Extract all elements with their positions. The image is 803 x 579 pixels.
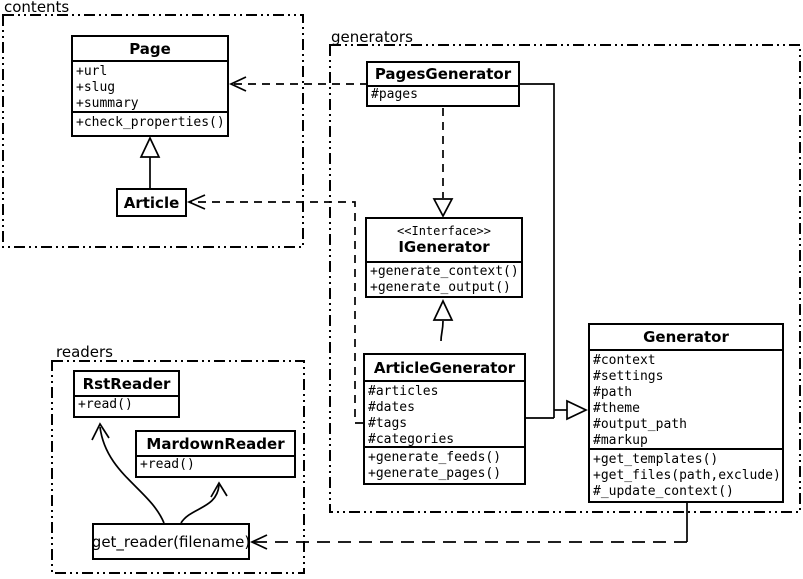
class-article: Article xyxy=(116,188,187,217)
class-pagesgenerator: PagesGenerator #pages xyxy=(366,61,520,107)
attribute: #dates xyxy=(368,400,415,415)
edge-getreader-to-mardownreader xyxy=(180,484,220,524)
class-mardownreader-title: MardownReader xyxy=(137,432,294,457)
package-border-generators xyxy=(329,44,801,513)
class-igenerator: <<Interface>> IGenerator +generate_conte… xyxy=(365,217,523,298)
arrowhead-page xyxy=(228,76,247,92)
method: +get_templates() xyxy=(593,452,719,467)
arrowhead-article xyxy=(186,194,206,210)
class-page-methods: +check_properties() xyxy=(73,113,227,135)
class-article-title: Article xyxy=(123,193,180,212)
class-pagesgenerator-title: PagesGenerator xyxy=(368,63,518,87)
attribute: #tags xyxy=(368,416,408,431)
method: +read() xyxy=(78,397,133,412)
attribute: #context xyxy=(593,353,656,368)
attribute: #theme xyxy=(593,401,640,416)
method: +check_properties() xyxy=(76,115,225,130)
arrowhead-getreader xyxy=(249,534,268,550)
method: #_update_context() xyxy=(593,484,734,499)
class-mardownreader-methods: +read() xyxy=(137,457,294,476)
class-articlegenerator-methods: +generate_feeds() +generate_pages() xyxy=(365,448,524,483)
method: +generate_context() xyxy=(370,264,519,279)
package-label-generators: generators xyxy=(331,28,413,46)
class-igenerator-name: IGenerator xyxy=(398,238,490,256)
attribute: +slug xyxy=(76,80,116,95)
method: +get_files(path,exclude) xyxy=(593,468,781,483)
attribute: #categories xyxy=(368,432,455,447)
edge-getreader-to-rstreader xyxy=(99,426,165,524)
attribute: #output_path xyxy=(593,417,687,432)
class-articlegenerator: ArticleGenerator #articles #dates #tags … xyxy=(363,353,526,485)
class-pagesgenerator-attributes: #pages xyxy=(368,87,518,105)
attribute: +url xyxy=(76,64,108,79)
class-page-title: Page xyxy=(73,37,227,62)
method: +generate_output() xyxy=(370,280,511,295)
class-articlegenerator-attributes: #articles #dates #tags #categories xyxy=(365,382,524,448)
method: +generate_pages() xyxy=(368,466,502,481)
class-rstreader-methods: +read() xyxy=(75,397,178,416)
method: +read() xyxy=(140,457,195,472)
attribute: #pages xyxy=(371,87,418,102)
class-igenerator-title: <<Interface>> IGenerator xyxy=(367,219,521,263)
arrowhead-mardownreader xyxy=(210,481,228,498)
class-rstreader-title: RstReader xyxy=(75,372,178,397)
class-page: Page +url +slug +summary +check_properti… xyxy=(71,35,229,137)
class-igenerator-methods: +generate_context() +generate_output() xyxy=(367,263,521,296)
class-generator-methods: +get_templates() +get_files(path,exclude… xyxy=(590,450,782,501)
class-generator-title: Generator xyxy=(590,325,782,351)
arrowhead-rstreader xyxy=(91,422,110,441)
class-rstreader: RstReader +read() xyxy=(73,370,180,418)
class-generator-attributes: #context #settings #path #theme #output_… xyxy=(590,351,782,450)
edge-articlegenerator-to-igenerator xyxy=(440,320,444,342)
class-mardownreader: MardownReader +read() xyxy=(135,430,296,478)
class-generator: Generator #context #settings #path #them… xyxy=(588,323,784,503)
attribute: #settings xyxy=(593,369,664,384)
class-page-attributes: +url +slug +summary xyxy=(73,62,227,113)
triangle-head-page xyxy=(139,136,161,158)
node-get-reader: get_reader(filename) xyxy=(92,523,250,560)
attribute: #path xyxy=(593,385,633,400)
triangle-head-igenerator-top xyxy=(432,198,454,218)
class-igenerator-stereotype: <<Interface>> xyxy=(397,224,491,238)
triangle-head-igenerator-bottom xyxy=(432,299,454,321)
attribute: #markup xyxy=(593,433,648,448)
package-label-readers: readers xyxy=(56,343,113,361)
triangle-head-generator xyxy=(566,399,588,421)
package-label-contents: contents xyxy=(4,0,70,16)
attribute: +summary xyxy=(76,96,139,111)
package-border-readers xyxy=(51,360,305,574)
package-border-contents xyxy=(2,14,304,248)
method: +generate_feeds() xyxy=(368,450,502,465)
edge-pagesgenerator-to-generator xyxy=(520,83,555,418)
edge-articlegenerator-to-article-dashed xyxy=(191,201,363,424)
attribute: #articles xyxy=(368,384,439,399)
class-articlegenerator-title: ArticleGenerator xyxy=(365,355,524,382)
